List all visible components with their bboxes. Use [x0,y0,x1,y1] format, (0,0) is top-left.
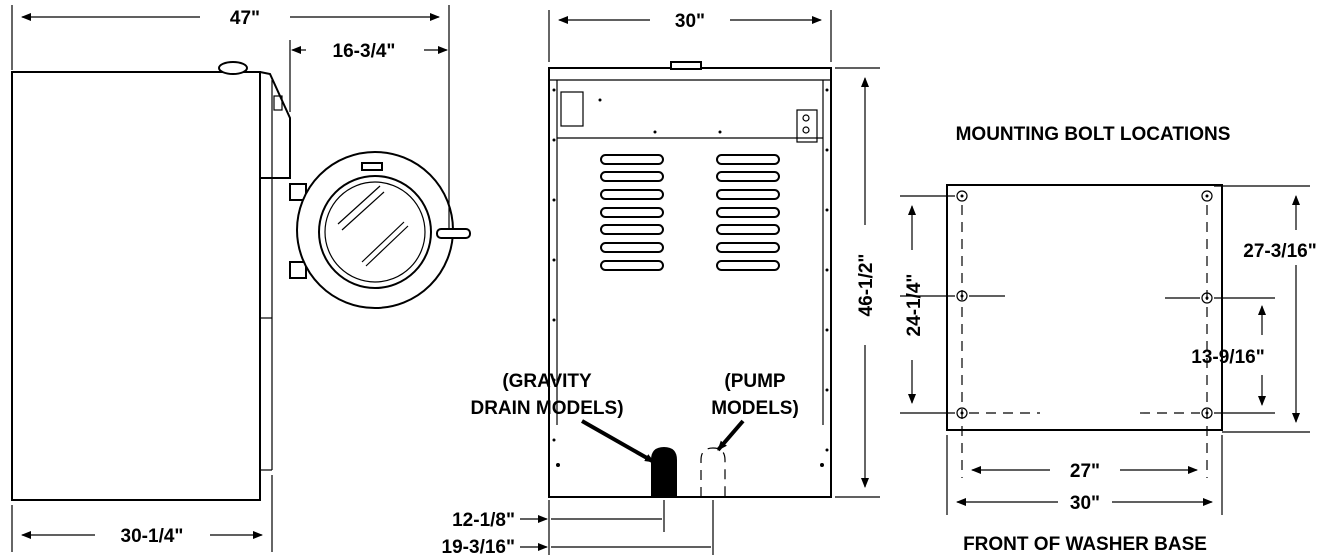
base-title: MOUNTING BOLT LOCATIONS [956,124,1231,145]
rear-bracket-left [560,91,584,127]
door-handle [436,228,471,239]
door-glass [318,175,432,289]
side-overall-depth-label: 47" [230,8,260,29]
side-door-depth-label: 16-3/4" [333,41,396,62]
base-mid-span-label: 13-9/16" [1191,347,1264,368]
pump-offset-label: 19-3/16" [442,537,515,558]
pump-pointer [716,419,745,452]
rear-view: (GRAVITY DRAIN MODELS) (PUMP MODELS) 30"… [442,10,880,558]
rear-bracket-right [796,109,818,143]
gravity-label-line2: DRAIN MODELS) [470,398,623,419]
side-cabinet [11,71,261,501]
side-cabinet-depth-label: 30-1/4" [121,526,184,547]
base-bolt-width-label: 27" [1070,461,1100,482]
door-hinge-bottom [289,261,307,279]
rear-screw-dots [552,88,829,452]
gravity-drain-hose [651,446,677,498]
rear-cabinet [548,67,832,498]
pump-drain-hose [700,447,726,497]
pump-label-line2: MODELS) [711,398,799,419]
gravity-pointer [581,419,655,464]
base-right-span-label: 27-3/16" [1243,241,1316,262]
washer-base-outline [946,184,1223,431]
gravity-offset-label: 12-1/8" [452,510,515,531]
rear-width-label: 30" [675,11,705,32]
base-left-span-label: 24-1/4" [904,274,925,337]
base-view: MOUNTING BOLT LOCATIONS 24-1/4" [900,124,1317,555]
pump-label-line1: (PUMP [724,371,786,392]
gravity-label-line1: (GRAVITY [502,371,592,392]
rear-louvers-right [716,154,780,271]
rear-height-label: 46-1/2" [856,254,877,317]
mounting-bolts [956,190,1213,419]
base-caption: FRONT OF WASHER BASE [963,534,1207,555]
base-width-label: 30" [1070,493,1100,514]
side-top-knob [218,61,248,75]
side-front-panel [259,71,291,179]
rear-louvers-left [600,154,664,271]
side-view: 47" 16-3/4" 30-1/4" [11,5,471,552]
